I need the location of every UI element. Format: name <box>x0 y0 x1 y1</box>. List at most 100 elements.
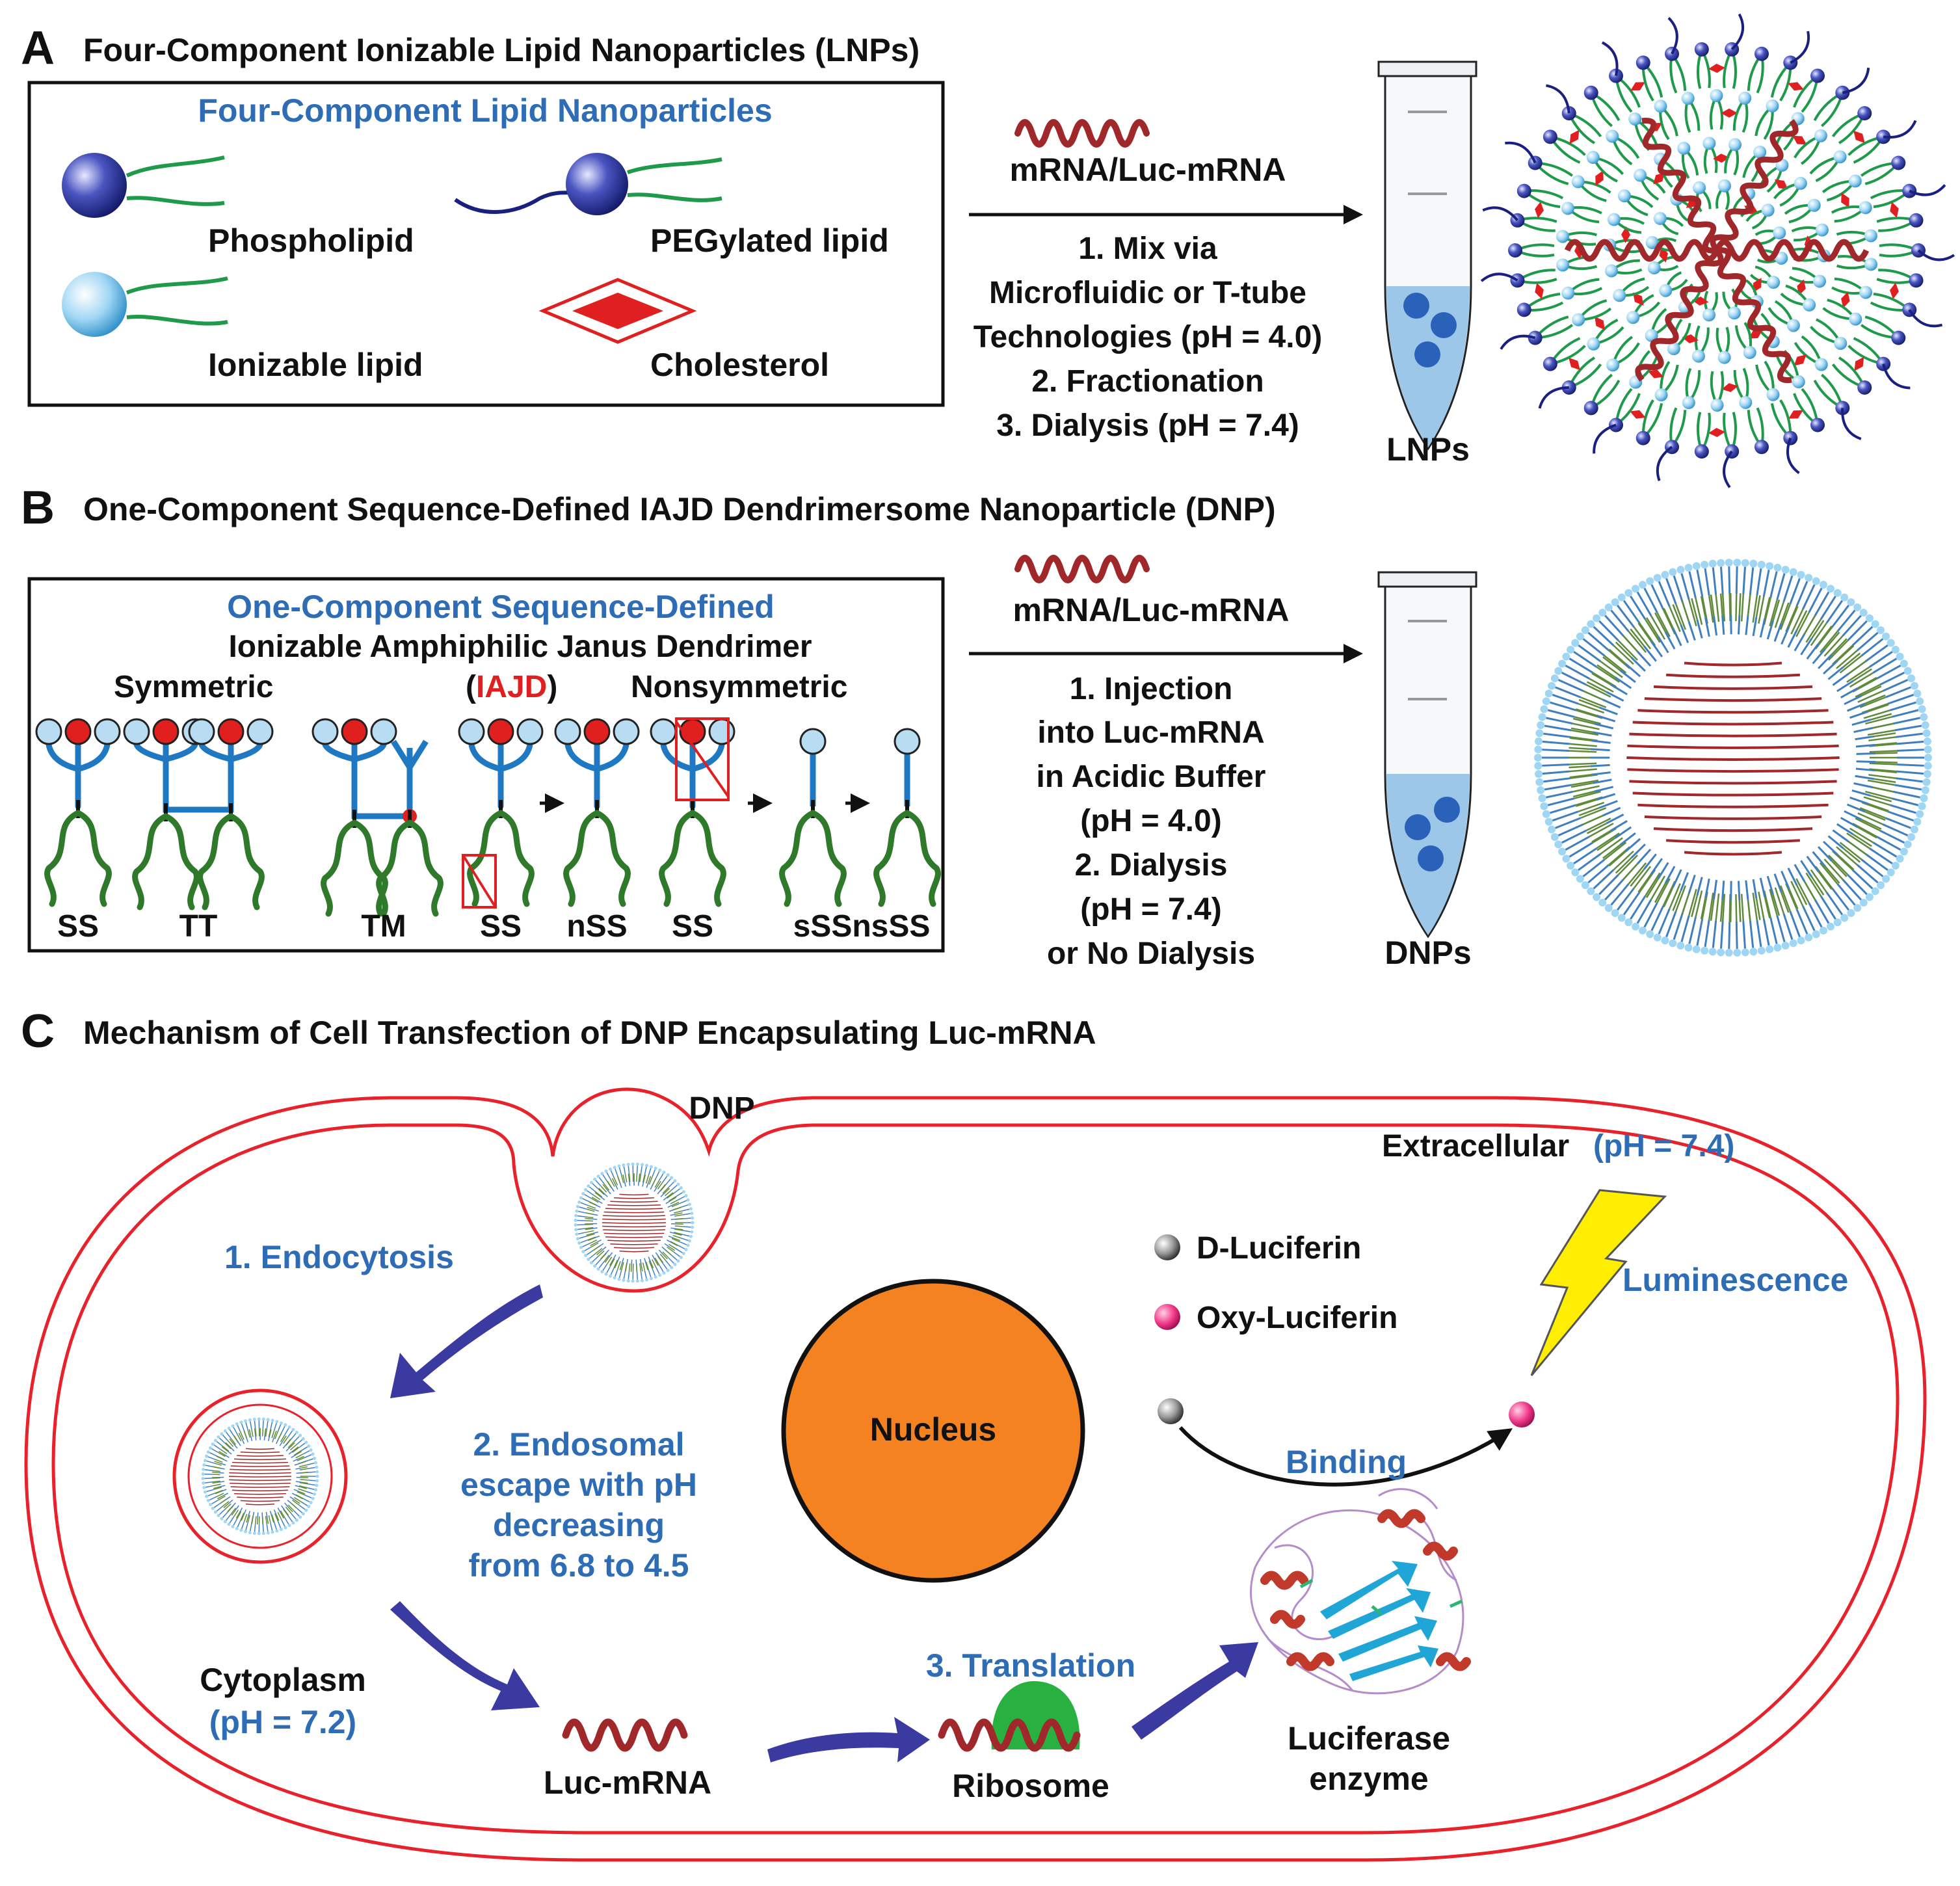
panel-b-step2: 2. Dialysis <box>1075 848 1228 883</box>
endocytosis-label: 1. Endocytosis <box>224 1239 454 1275</box>
panel-b-mrna-label: mRNA/Luc-mRNA <box>1013 592 1290 628</box>
endocytosis-arrow <box>390 1284 543 1398</box>
panel-a-step1a: 1. Mix via <box>1078 232 1217 266</box>
panel-b-letter: B <box>21 482 55 534</box>
dendrimer-label-tt: TT <box>179 909 218 944</box>
translation-label: 3. Translation <box>926 1647 1135 1684</box>
dnp-endocytosed <box>574 1162 695 1283</box>
panel-a-step3: 3. Dialysis (pH = 7.4) <box>996 408 1299 443</box>
extracellular-label: Extracellular <box>1382 1129 1569 1163</box>
binding-label: Binding <box>1286 1444 1407 1480</box>
escape-arrow <box>390 1601 540 1710</box>
binding-arrow <box>1178 1426 1513 1487</box>
oxy-luciferin-product <box>1509 1401 1535 1428</box>
cytoplasm-label: Cytoplasm <box>200 1662 366 1698</box>
panel-a-title: Four-Component Ionizable Lipid Nanoparti… <box>83 32 920 68</box>
nucleus <box>781 1279 1085 1583</box>
panel-b-step1d: (pH = 4.0) <box>1080 804 1221 838</box>
mrna-wave-a <box>1014 119 1150 148</box>
lnp-tube-label: LNPs <box>1386 431 1470 468</box>
nucleus-label: Nucleus <box>870 1411 997 1448</box>
dendrimer-label-ss-1: SS <box>57 909 99 944</box>
luc-mrna-wave <box>562 1718 688 1752</box>
panel-b-step1c: in Acidic Buffer <box>1037 760 1266 794</box>
luc-mrna-label: Luc-mRNA <box>544 1764 711 1801</box>
translated-mrna-wave <box>938 1718 1081 1752</box>
panel-a-box-title: Four-Component Lipid Nanoparticles <box>198 92 772 129</box>
iajd-acronym: IAJD <box>476 670 547 704</box>
dendrimer-label-ss-2: SS <box>480 909 522 944</box>
iajd-paren-open: ( <box>466 670 476 704</box>
dnp-tube <box>1377 571 1477 938</box>
dnp-in-endosome <box>201 1417 319 1535</box>
panel-b-step1a: 1. Injection <box>1070 672 1233 706</box>
extracellular-ph: (pH = 7.4) <box>1593 1129 1734 1163</box>
dendrimer-label-nss: nSS <box>566 909 627 944</box>
panel-b: B One-Component Sequence-Defined IAJD De… <box>21 482 1932 971</box>
luciferase-label-2: enzyme <box>1309 1760 1428 1797</box>
panel-b-box-subtitle: Ionizable Amphiphilic Janus Dendrimer <box>228 630 812 664</box>
panel-b-title: One-Component Sequence-Defined IAJD Dend… <box>83 491 1276 527</box>
d-luciferin-substrate <box>1158 1398 1184 1424</box>
iajd-paren-close: ) <box>547 670 557 704</box>
dendrimer-label-tm: TM <box>361 909 406 944</box>
panel-a: A Four-Component Ionizable Lipid Nanopar… <box>21 13 1955 488</box>
dnp-label: DNP <box>689 1091 754 1126</box>
endosome-inner <box>187 1403 333 1549</box>
cell-membrane-outer <box>24 1087 1927 1862</box>
cell-membrane-inner <box>51 1123 1900 1835</box>
endosome-outer <box>172 1388 348 1564</box>
panel-a-mrna-label: mRNA/Luc-mRNA <box>1010 152 1286 188</box>
cholesterol-glyph <box>572 293 663 329</box>
panel-a-step1b: Microfluidic or T-tube <box>989 276 1306 310</box>
panel-c-title: Mechanism of Cell Transfection of DNP En… <box>83 1015 1096 1051</box>
lnp-particle <box>1480 13 1955 488</box>
panel-a-letter: A <box>21 22 55 74</box>
lnp-tube <box>1377 60 1477 451</box>
phospholipid-head <box>62 153 127 218</box>
panel-b-step2c: or No Dialysis <box>1047 936 1255 971</box>
translation-arrow-out <box>1132 1642 1258 1740</box>
d-luciferin-label: D-Luciferin <box>1197 1231 1361 1266</box>
escape-line-4: from 6.8 to 4.5 <box>469 1547 689 1584</box>
oxy-luciferin-label: Oxy-Luciferin <box>1197 1301 1397 1335</box>
escape-line-1: 2. Endosomal <box>473 1426 684 1463</box>
luciferase-enzyme-icon <box>1250 1488 1471 1695</box>
dendrimer-structures <box>35 717 941 917</box>
panel-a-step2: 2. Fractionation <box>1031 364 1264 399</box>
ionizable-label: Ionizable lipid <box>208 347 423 383</box>
symmetric-label: Symmetric <box>114 670 273 704</box>
panel-b-step2b: (pH = 7.4) <box>1080 892 1221 927</box>
dendrimer-label-ss-3: SS <box>672 909 713 944</box>
mrna-wave-b <box>1014 555 1150 583</box>
panel-c-letter: C <box>21 1005 55 1057</box>
cholesterol-label: Cholesterol <box>650 347 829 383</box>
ionizable-tails <box>126 276 228 326</box>
panel-b-box <box>27 577 945 953</box>
iajd-label: (IAJD) <box>466 670 557 704</box>
d-luciferin-icon <box>1154 1234 1180 1260</box>
phospholipid-glyph <box>126 155 225 206</box>
panel-b-step1b: into Luc-mRNA <box>1037 715 1264 750</box>
dnp-tube-label: DNPs <box>1384 935 1471 971</box>
luciferase-label-1: Luciferase <box>1288 1720 1450 1757</box>
nonsymmetric-label: Nonsymmetric <box>631 670 847 704</box>
luminescence-label: Luminescence <box>1622 1262 1848 1298</box>
panel-c: C Mechanism of Cell Transfection of DNP … <box>21 1005 1927 1862</box>
cholesterol-outline <box>538 278 697 344</box>
escape-line-3: decreasing <box>493 1507 665 1543</box>
cytoplasm-ph: (pH = 7.2) <box>209 1704 356 1740</box>
peg-lipid-head <box>566 153 628 215</box>
panel-a-legend-box <box>27 81 945 407</box>
peg-lipid-tails <box>627 157 722 202</box>
oxy-luciferin-icon <box>1154 1304 1180 1330</box>
dnp-particle <box>1534 559 1932 957</box>
phospholipid-label: Phospholipid <box>208 222 414 259</box>
panel-b-box-title: One-Component Sequence-Defined <box>227 589 775 625</box>
panel-a-step1c: Technologies (pH = 4.0) <box>973 320 1323 354</box>
ribosome-label: Ribosome <box>952 1768 1109 1804</box>
lightning-icon <box>1530 1189 1667 1376</box>
escape-line-2: escape with pH <box>460 1467 697 1503</box>
pegylated-label: PEGylated lipid <box>650 222 889 259</box>
